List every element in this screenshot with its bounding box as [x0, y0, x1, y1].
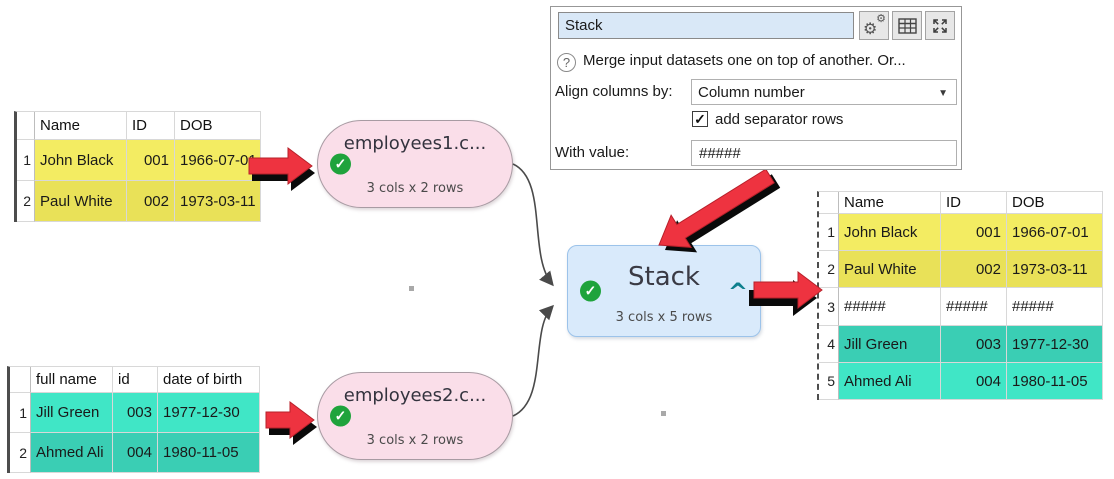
- show-table-button[interactable]: [892, 11, 922, 40]
- canvas-grid-dot: [409, 286, 414, 291]
- add-separator-rows-label: add separator rows: [715, 111, 844, 128]
- success-check-icon: ✓: [330, 405, 351, 427]
- row-number: 2: [17, 181, 35, 222]
- cell-dob: 1973-03-11: [1007, 251, 1103, 288]
- source-table-employees1: Name ID DOB 1 John Black 001 1966-07-01 …: [14, 111, 261, 222]
- cell-name: Ahmed Ali: [31, 433, 113, 473]
- align-columns-label: Align columns by:: [555, 83, 673, 100]
- red-arrow-panel-to-stack: [658, 168, 781, 253]
- node-stack[interactable]: ✓ Stack ^ 3 cols x 5 rows: [567, 245, 761, 337]
- cell-id: 003: [113, 393, 158, 433]
- row-number: 4: [819, 326, 839, 363]
- row-number: 2: [10, 433, 31, 473]
- cell-name: Jill Green: [31, 393, 113, 433]
- collapse-caret-icon[interactable]: ^: [727, 277, 748, 306]
- cell-id: 004: [113, 433, 158, 473]
- column-header: DOB: [175, 112, 261, 140]
- node-title: employees1.c...: [343, 133, 487, 154]
- row-number: 3: [819, 288, 839, 326]
- column-header: ID: [941, 192, 1007, 214]
- row-number: 2: [819, 251, 839, 288]
- chevron-down-icon: ▼: [938, 88, 948, 99]
- cell-id: 004: [941, 363, 1007, 400]
- cell-separator: #####: [941, 288, 1007, 326]
- node-dimensions: 3 cols x 2 rows: [366, 181, 464, 196]
- corner-cell: [10, 367, 31, 393]
- output-table-stacked: Name ID DOB 1 John Black 001 1966-07-01 …: [817, 191, 1103, 400]
- column-header: ID: [127, 112, 175, 140]
- corner-cell: [17, 112, 35, 140]
- cell-name: Ahmed Ali: [839, 363, 941, 400]
- node-dimensions: 3 cols x 2 rows: [366, 433, 464, 448]
- gears-icon: ⚙⚙: [863, 12, 886, 38]
- stack-properties-panel: Stack ⚙⚙ ? Merge input datasets one on t…: [550, 6, 962, 170]
- help-icon[interactable]: ?: [557, 53, 576, 72]
- cell-name: John Black: [35, 140, 127, 181]
- cell-dob: 1966-07-01: [1007, 214, 1103, 251]
- expand-icon: [933, 18, 947, 33]
- column-header: date of birth: [158, 367, 260, 393]
- row-number: 1: [819, 214, 839, 251]
- corner-cell: [819, 192, 839, 214]
- with-value-label: With value:: [555, 144, 630, 161]
- add-separator-rows-checkbox[interactable]: ✓: [692, 111, 708, 127]
- red-arrow-input2: [265, 401, 317, 445]
- node-dimensions: 3 cols x 5 rows: [615, 310, 713, 325]
- success-check-icon: ✓: [330, 153, 351, 175]
- success-check-icon: ✓: [580, 280, 601, 302]
- cell-name: Paul White: [35, 181, 127, 222]
- with-value-input[interactable]: #####: [691, 140, 957, 166]
- node-employees2[interactable]: ✓ employees2.c... 3 cols x 2 rows: [317, 372, 513, 460]
- cell-dob: 1966-07-01: [175, 140, 261, 181]
- cell-dob: 1980-11-05: [1007, 363, 1103, 400]
- cell-dob: 1980-11-05: [158, 433, 260, 473]
- cell-id: 001: [127, 140, 175, 181]
- connector-employees2-stack: [512, 304, 554, 417]
- cell-id: 001: [941, 214, 1007, 251]
- cell-name: Jill Green: [839, 326, 941, 363]
- cell-dob: 1977-12-30: [158, 393, 260, 433]
- cell-separator: #####: [839, 288, 941, 326]
- maximize-button[interactable]: [925, 11, 955, 40]
- canvas-grid-dot: [661, 411, 666, 416]
- align-columns-select[interactable]: Column number ▼: [691, 79, 957, 105]
- cell-dob: 1973-03-11: [175, 181, 261, 222]
- node-title: Stack: [628, 262, 700, 292]
- cell-separator: #####: [1007, 288, 1103, 326]
- align-columns-value: Column number: [698, 83, 805, 101]
- settings-button[interactable]: ⚙⚙: [859, 11, 889, 40]
- row-number: 5: [819, 363, 839, 400]
- transform-description: Merge input datasets one on top of anoth…: [583, 52, 906, 69]
- node-employees1[interactable]: ✓ employees1.c... 3 cols x 2 rows: [317, 120, 513, 208]
- column-header: DOB: [1007, 192, 1103, 214]
- node-title: employees2.c...: [343, 385, 487, 406]
- cell-dob: 1977-12-30: [1007, 326, 1103, 363]
- cell-name: John Black: [839, 214, 941, 251]
- transform-name-input[interactable]: Stack: [558, 12, 854, 39]
- row-number: 1: [17, 140, 35, 181]
- connector-employees1-stack: [512, 163, 554, 287]
- column-header: full name: [31, 367, 113, 393]
- source-table-employees2: full name id date of birth 1 Jill Green …: [7, 366, 260, 473]
- cell-id: 002: [941, 251, 1007, 288]
- cell-id: 002: [127, 181, 175, 222]
- column-header: Name: [35, 112, 127, 140]
- cell-name: Paul White: [839, 251, 941, 288]
- table-icon: [897, 17, 917, 34]
- row-number: 1: [10, 393, 31, 433]
- cell-id: 003: [941, 326, 1007, 363]
- column-header: Name: [839, 192, 941, 214]
- column-header: id: [113, 367, 158, 393]
